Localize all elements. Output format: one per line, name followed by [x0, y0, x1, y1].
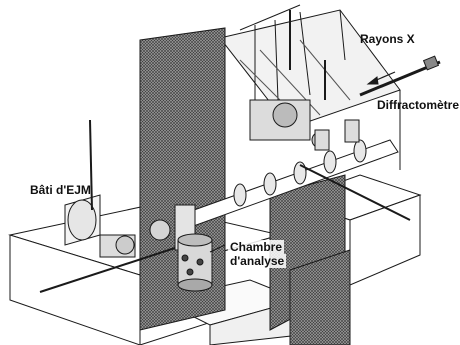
mbe-frame-label: Bâti d'EJM: [30, 183, 91, 197]
uhv-transfer-line: [179, 119, 411, 229]
xray-label: Rayons X: [360, 32, 415, 46]
xray-beam-pipe: [359, 55, 441, 97]
diffractometer-label: Diffractomètre: [377, 98, 460, 112]
xray-arrow-head: [366, 76, 379, 85]
analysis-chamber-label-line2: d'analyse: [228, 254, 287, 268]
chamber-leader-line: [209, 244, 226, 253]
shielding-wall-front: [289, 249, 351, 345]
analysis-chamber-label-line1: Chambre: [228, 240, 285, 254]
analysis-chamber: [177, 233, 213, 292]
diffractometer-cabin: [219, 4, 401, 170]
